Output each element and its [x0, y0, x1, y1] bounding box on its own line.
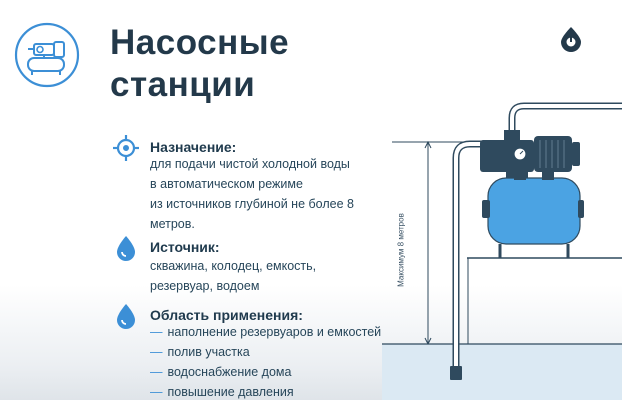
purpose-line: из источников глубиной не более 8 [150, 197, 354, 211]
pump-station-diagram [382, 102, 622, 400]
water-reservoir [382, 344, 622, 400]
list-item: —повышение давления [150, 385, 294, 399]
outlet-pipe [508, 102, 622, 130]
water-drop-icon [117, 236, 135, 261]
page-title: Насосные станции [110, 22, 289, 106]
depth-label: Максимум 8 метров [396, 213, 406, 287]
water-drop-logo-icon [561, 27, 581, 52]
source-line: скважина, колодец, емкость, [150, 259, 317, 273]
pump-motor [534, 136, 572, 172]
source-text: скважина, колодец, емкость, резервуар, в… [150, 256, 400, 296]
suction-pipe [452, 140, 486, 374]
hydro-tank [487, 177, 581, 245]
purpose-heading: Назначение: [150, 139, 237, 155]
purpose-line: для подачи чистой холодной воды [150, 157, 350, 171]
source-line: резервуар, водоем [150, 279, 260, 293]
target-crosshair-icon [113, 135, 139, 161]
source-heading: Источник: [150, 239, 220, 255]
check-valve [450, 366, 462, 380]
pump-station-icon [14, 22, 80, 88]
title-line-1: Насосные [110, 23, 290, 62]
water-drop-icon [117, 304, 135, 329]
purpose-line: метров. [150, 217, 195, 231]
list-item: —полив участка [150, 345, 250, 359]
purpose-line: в автоматическом режиме [150, 177, 303, 191]
list-item: —наполнение резервуаров и емкостей [150, 325, 382, 339]
area-list: —наполнение резервуаров и емкостей —поли… [150, 322, 400, 402]
list-item: —водоснабжение дома [150, 365, 292, 379]
purpose-text: для подачи чистой холодной воды в автома… [150, 154, 400, 234]
area-heading: Область применения: [150, 307, 303, 323]
title-line-2: станции [110, 65, 256, 104]
